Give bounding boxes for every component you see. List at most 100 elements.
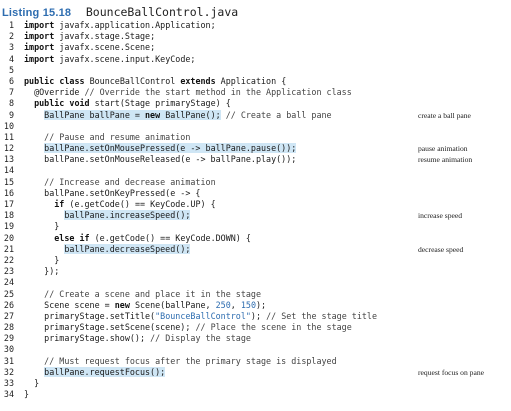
code-token: // Create a scene and place it in the st… [44,288,261,299]
code-token: // Create a ball pane [225,109,332,120]
line-number: 5 [8,64,14,75]
line-number: 34 [3,389,14,400]
line-number: 25 [3,288,14,299]
line-number: 10 [3,120,14,131]
annotation-note: increase speed [418,211,463,221]
code-token [24,356,44,366]
annotation-note: pause animation [418,144,468,154]
code-token: (e.getCode() == KeyCode.UP) { [64,199,216,209]
code-line: 10 [0,121,400,132]
code-token [24,244,64,254]
line-number: 28 [3,322,14,333]
code-token: ballPane.setOnMouseReleased(e -> ballPan… [24,154,297,165]
code-token: if [79,232,90,243]
code-token: } [24,254,60,265]
code-line: 9 BallPane ballPane = new BallPane(); //… [0,109,400,121]
line-number: 19 [3,221,14,232]
code-token: BallPane ballPane = [44,109,146,120]
code-text: Scene scene = new Scene(ballPane, 250, 1… [24,300,266,311]
line-number: 29 [3,333,14,344]
code-token: javafx.scene.Scene; [54,42,156,53]
code-line: 30 [0,344,400,355]
code-text: ballPane.setOnKeyPressed(e -> { [24,188,200,199]
code-token: ); [256,299,267,310]
annotation-note: resume animation [418,155,473,165]
code-token: BounceBallControl [84,75,181,86]
line-number: 30 [3,344,14,355]
code-line: 17 if (e.getCode() == KeyCode.UP) { [0,199,400,210]
code-text: import javafx.stage.Stage; [24,31,155,42]
code-token: } [24,389,30,400]
code-token: }); [24,266,60,277]
annotation-note: create a ball pane [418,110,471,120]
code-line: 27 primaryStage.setTitle("BounceBallCont… [0,311,400,322]
code-token: // Display the stage [150,333,251,344]
code-text: } [24,221,59,232]
code-line: 31 // Must request focus after the prima… [0,356,400,367]
code-token: // Override the start method in the Appl… [84,87,352,98]
code-token: primaryStage.show(); [24,333,151,344]
code-line: 22 } [0,255,400,266]
code-line: 25 // Create a scene and place it in the… [0,289,400,300]
code-token: 150 [240,299,256,310]
code-token: 250 [215,299,231,310]
code-token: start(Stage primaryStage) { [89,98,231,109]
code-token: Scene scene = [24,299,115,310]
code-token [24,367,44,377]
code-line: 8 public void start(Stage primaryStage) … [0,98,400,109]
line-number: 17 [3,199,14,209]
code-line: 12 ballPane.setOnMousePressed(e -> ballP… [0,143,400,154]
code-token: Scene(ballPane, [129,299,216,310]
annotation-note: decrease speed [418,245,464,254]
listing-label: Listing 15.18 [2,7,72,19]
code-text: ballPane.increaseSpeed(); [24,210,191,221]
code-token: javafx.scene.input.KeyCode; [54,53,196,64]
code-line: 16 ballPane.setOnKeyPressed(e -> { [0,188,400,199]
line-number: 13 [3,154,14,165]
code-token: ballPane.setOnMousePressed(e -> ballPane… [44,143,297,154]
code-text: ballPane.requestFocus(); [24,366,166,378]
code-line: 11 // Pause and resume animation [0,132,400,143]
code-token: (e.getCode() == KeyCode.DOWN) { [89,232,251,243]
code-text: if (e.getCode() == KeyCode.UP) { [24,199,216,210]
code-token: void [69,98,90,109]
line-number: 22 [3,254,14,265]
code-token: javafx.application.Application; [54,20,216,30]
line-number: 20 [3,232,14,243]
code-token: new [145,109,161,120]
code-token: public [24,75,55,86]
code-token: BallPane(); [160,109,221,120]
line-number: 4 [8,53,14,64]
code-token: primaryStage.setScene(scene); [24,322,196,333]
code-line: 13 ballPane.setOnMouseReleased(e -> ball… [0,154,400,165]
code-text: @Override // Override the start method i… [24,87,352,98]
code-text: BallPane ballPane = new BallPane(); // C… [24,109,332,121]
line-number: 26 [3,299,14,310]
code-text: } [24,378,39,389]
code-line: 33 } [0,378,400,389]
code-text: public class BounceBallControl extends A… [24,76,286,87]
code-text: } [24,389,29,400]
line-number: 12 [3,143,14,154]
line-number: 14 [3,165,14,176]
line-number: 9 [8,109,14,120]
code-line: 29 primaryStage.show(); // Display the s… [0,333,400,344]
code-token: import [24,20,55,30]
code-token [24,98,34,108]
code-token: public [34,98,65,109]
code-line: 15 // Increase and decrease animation [0,177,400,188]
code-text: ballPane.setOnMousePressed(e -> ballPane… [24,143,297,154]
code-token [24,143,44,153]
code-token: // Increase and decrease animation [44,176,216,187]
line-number: 33 [3,378,14,388]
code-token: class [59,75,85,86]
line-number: 18 [3,210,14,221]
code-token: ballPane.requestFocus(); [44,366,166,377]
code-token: // Pause and resume animation [44,131,191,142]
code-token: else [54,232,75,243]
code-text: primaryStage.show(); // Display the stag… [24,333,251,344]
annotation-note: request focus on pane [418,368,485,378]
